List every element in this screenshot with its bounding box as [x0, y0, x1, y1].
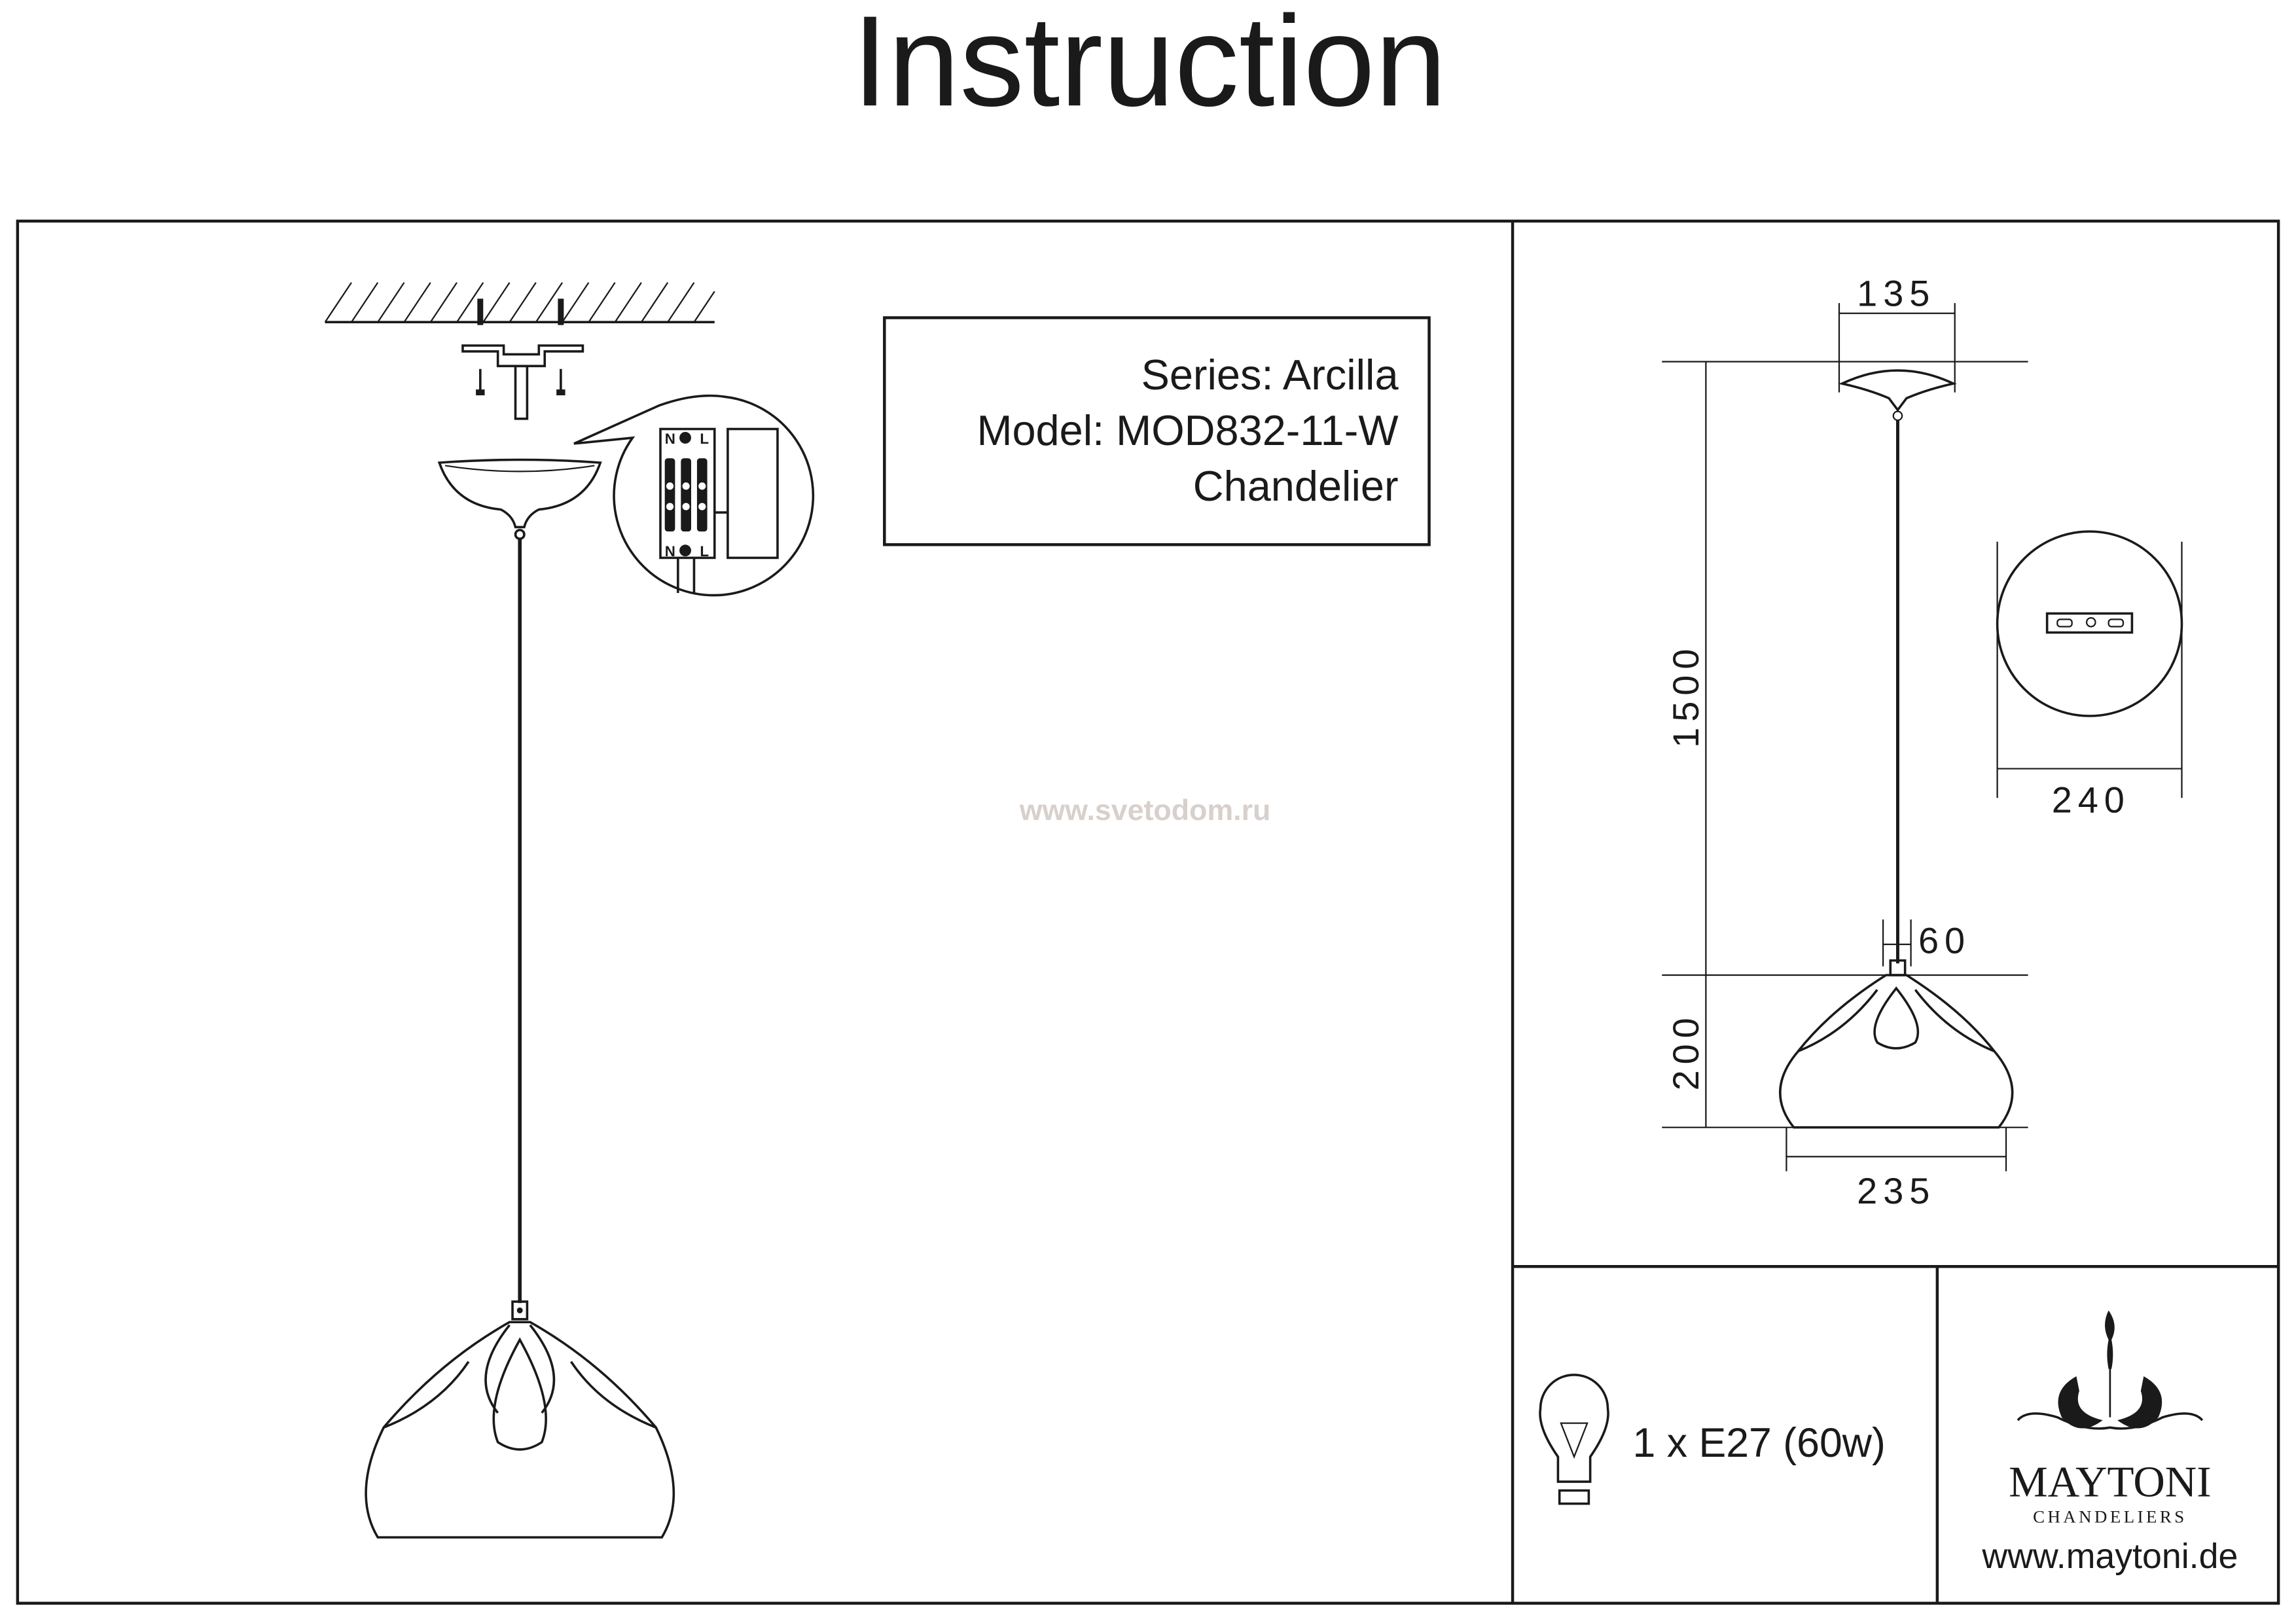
light-bulb-icon	[1539, 1373, 1609, 1505]
dimension-drawing: 135 1500 200 60 235 240	[1662, 273, 2183, 1211]
bulb-spec: 1 x E27 (60w)	[1633, 1420, 1886, 1466]
mounting-bracket-icon	[461, 344, 584, 420]
info-box: Series: Arcilla Model: MOD832-11-W Chand…	[883, 316, 1431, 546]
watermark: www.svetodom.ru	[1019, 794, 1271, 827]
dim-cap-width: 60	[1918, 919, 1971, 961]
dim-shade-height: 200	[1665, 1012, 1706, 1090]
brand-name: MAYTONI	[2009, 1457, 2212, 1506]
dim-canopy-width: 135	[1857, 273, 1935, 314]
ground-icon	[679, 431, 691, 444]
maytoni-logo: MAYTONI CHANDELIERS	[2009, 1310, 2212, 1527]
terminal-n-label: N	[665, 543, 675, 560]
series-label: Series: Arcilla	[1141, 351, 1399, 399]
terminal-l-label: L	[700, 431, 709, 447]
frame	[16, 219, 2280, 1605]
brand-subtitle: CHANDELIERS	[2033, 1507, 2187, 1527]
brand-website: www.maytoni.de	[1981, 1537, 2238, 1576]
model-label: Model: MOD832-11-W	[977, 406, 1399, 454]
terminal-block-callout: N L N L	[573, 394, 815, 597]
dim-cable-length: 1500	[1665, 643, 1706, 748]
page-title: Instruction	[852, 0, 1446, 133]
type-label: Chandelier	[1193, 462, 1399, 510]
ceiling-icon	[324, 282, 715, 325]
terminal-l-label: L	[700, 543, 709, 560]
dim-canopy-diameter: 240	[2052, 779, 2130, 821]
pendant-shade-icon	[365, 1300, 675, 1539]
canopy-icon	[437, 458, 602, 541]
ground-icon	[679, 544, 691, 557]
dim-shade-width: 235	[1857, 1170, 1935, 1211]
terminal-n-label: N	[665, 431, 675, 447]
